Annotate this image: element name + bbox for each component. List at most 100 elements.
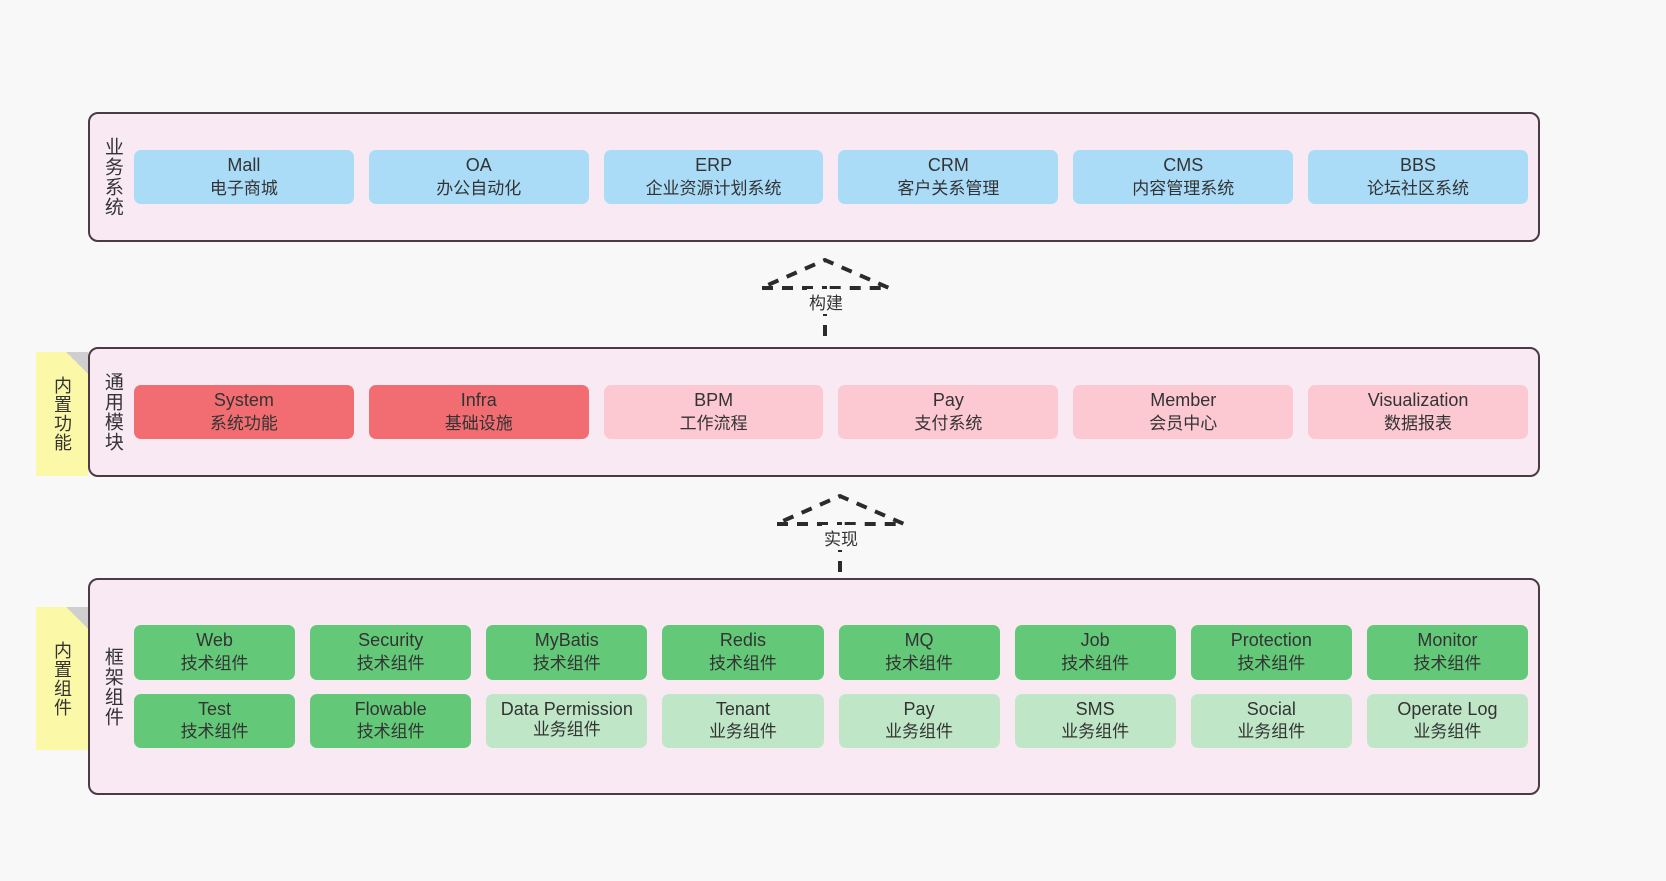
layer-common-module-body: System 系统功能 Infra 基础设施 BPM 工作流程 Pay 支付系统…	[134, 349, 1538, 475]
node-tenant[interactable]: Tenant 业务组件	[662, 693, 824, 748]
node-oa-en: OA	[465, 154, 492, 175]
node-bpm-en: BPM	[694, 389, 734, 410]
node-infra-cn: 基础设施	[444, 413, 513, 433]
node-mall[interactable]: Mall 电子商城	[134, 149, 354, 205]
arrow-implement: 实现	[770, 492, 915, 578]
note-fold-icon	[66, 607, 88, 629]
node-social-cn: 业务组件	[1237, 722, 1306, 742]
node-redis[interactable]: Redis 技术组件	[662, 625, 824, 680]
node-bbs-en: BBS	[1400, 154, 1437, 175]
node-oa-cn: 办公自动化	[436, 178, 522, 198]
node-pay-component-cn: 业务组件	[885, 722, 954, 742]
node-protection[interactable]: Protection 技术组件	[1190, 625, 1352, 680]
node-mybatis-en: MyBatis	[534, 630, 599, 651]
node-security[interactable]: Security 技术组件	[310, 625, 472, 680]
node-bpm-cn: 工作流程	[679, 413, 748, 433]
node-monitor[interactable]: Monitor 技术组件	[1366, 625, 1528, 680]
arrow-build-label: 构建	[807, 289, 845, 314]
node-pay-module-en: Pay	[932, 389, 964, 410]
node-monitor-cn: 技术组件	[1413, 654, 1482, 674]
framework-tech-row: Web 技术组件 Security 技术组件 MyBatis 技术组件 Redi…	[134, 625, 1528, 680]
node-crm-en: CRM	[927, 154, 969, 175]
node-web[interactable]: Web 技术组件	[134, 625, 296, 680]
module-node-row: System 系统功能 Infra 基础设施 BPM 工作流程 Pay 支付系统…	[134, 384, 1528, 440]
node-system[interactable]: System 系统功能	[134, 384, 354, 440]
node-social-en: Social	[1246, 698, 1296, 719]
node-data-permission-en: Data Permission	[500, 699, 633, 720]
node-sms[interactable]: SMS 业务组件	[1014, 693, 1176, 748]
node-security-en: Security	[358, 630, 424, 651]
node-social[interactable]: Social 业务组件	[1190, 693, 1352, 748]
node-operate-log[interactable]: Operate Log 业务组件	[1366, 693, 1528, 748]
node-infra-en: Infra	[460, 389, 497, 410]
layer-common-module: 通用模块 System 系统功能 Infra 基础设施 BPM 工作流程 Pay…	[88, 347, 1540, 477]
node-pay-component[interactable]: Pay 业务组件	[838, 693, 1000, 748]
business-node-row: Mall 电子商城 OA 办公自动化 ERP 企业资源计划系统 CRM 客户关系…	[134, 149, 1528, 205]
node-cms[interactable]: CMS 内容管理系统	[1073, 149, 1294, 205]
node-job[interactable]: Job 技术组件	[1014, 625, 1176, 680]
node-visualization-cn: 数据报表	[1384, 413, 1453, 433]
node-monitor-en: Monitor	[1417, 630, 1478, 651]
node-oa[interactable]: OA 办公自动化	[368, 149, 589, 205]
layer-framework-component-label: 框架组件	[101, 646, 123, 727]
node-bbs[interactable]: BBS 论坛社区系统	[1308, 149, 1528, 205]
node-bpm[interactable]: BPM 工作流程	[603, 384, 824, 440]
node-test-cn: 技术组件	[180, 722, 249, 742]
node-infra[interactable]: Infra 基础设施	[368, 384, 589, 440]
node-pay-component-en: Pay	[903, 698, 935, 719]
node-job-cn: 技术组件	[1061, 654, 1130, 674]
node-visualization-en: Visualization	[1367, 389, 1469, 410]
node-erp[interactable]: ERP 企业资源计划系统	[603, 149, 824, 205]
node-redis-en: Redis	[719, 630, 766, 651]
note-builtin-component: 内置组件	[36, 607, 88, 750]
node-sms-en: SMS	[1075, 698, 1115, 719]
node-bbs-cn: 论坛社区系统	[1367, 178, 1470, 198]
node-job-en: Job	[1080, 630, 1110, 651]
node-crm[interactable]: CRM 客户关系管理	[838, 149, 1059, 205]
node-mybatis-cn: 技术组件	[532, 654, 601, 674]
node-security-cn: 技术组件	[356, 654, 425, 674]
layer-framework-component: 框架组件 Web 技术组件 Security 技术组件 MyBatis 技术组件…	[88, 578, 1540, 795]
layer-business-system: 业务系统 Mall 电子商城 OA 办公自动化 ERP 企业资源计划系统 CRM…	[88, 112, 1540, 242]
layer-framework-component-body: Web 技术组件 Security 技术组件 MyBatis 技术组件 Redi…	[134, 580, 1538, 793]
arrow-implement-label: 实现	[822, 525, 860, 550]
node-crm-cn: 客户关系管理	[897, 178, 1000, 198]
node-tenant-en: Tenant	[715, 698, 770, 719]
node-operate-log-cn: 业务组件	[1413, 722, 1482, 742]
node-mq[interactable]: MQ 技术组件	[838, 625, 1000, 680]
node-pay-module-cn: 支付系统	[914, 413, 983, 433]
node-member[interactable]: Member 会员中心	[1073, 384, 1294, 440]
node-mall-en: Mall	[227, 154, 261, 175]
framework-biz-row: Test 技术组件 Flowable 技术组件 Data Permission …	[134, 693, 1528, 748]
note-builtin-feature: 内置功能	[36, 352, 88, 476]
node-pay-module[interactable]: Pay 支付系统	[838, 384, 1059, 440]
node-erp-en: ERP	[695, 154, 733, 175]
node-mq-en: MQ	[904, 630, 934, 651]
note-builtin-component-label: 内置组件	[52, 640, 72, 717]
node-tenant-cn: 业务组件	[708, 722, 777, 742]
node-data-permission[interactable]: Data Permission 业务组件	[486, 693, 648, 748]
node-protection-en: Protection	[1230, 630, 1312, 651]
node-member-en: Member	[1150, 389, 1217, 410]
node-mq-cn: 技术组件	[885, 654, 954, 674]
layer-business-system-label: 业务系统	[101, 137, 123, 217]
node-test[interactable]: Test 技术组件	[134, 693, 296, 748]
node-flowable-cn: 技术组件	[356, 722, 425, 742]
node-data-permission-cn: 业务组件	[532, 720, 601, 740]
node-flowable[interactable]: Flowable 技术组件	[310, 693, 472, 748]
node-member-cn: 会员中心	[1149, 413, 1218, 433]
node-system-cn: 系统功能	[209, 413, 278, 433]
note-fold-icon	[66, 352, 88, 374]
node-mybatis[interactable]: MyBatis 技术组件	[486, 625, 648, 680]
node-cms-cn: 内容管理系统	[1132, 178, 1235, 198]
layer-common-module-label: 通用模块	[101, 372, 123, 452]
node-mall-cn: 电子商城	[209, 178, 278, 198]
node-erp-cn: 企业资源计划系统	[645, 178, 782, 198]
node-system-en: System	[213, 389, 274, 410]
node-cms-en: CMS	[1163, 154, 1204, 175]
note-builtin-feature-label: 内置功能	[52, 376, 72, 452]
node-operate-log-en: Operate Log	[1397, 698, 1498, 719]
node-web-cn: 技术组件	[180, 654, 249, 674]
node-visualization[interactable]: Visualization 数据报表	[1308, 384, 1528, 440]
node-web-en: Web	[196, 630, 233, 651]
